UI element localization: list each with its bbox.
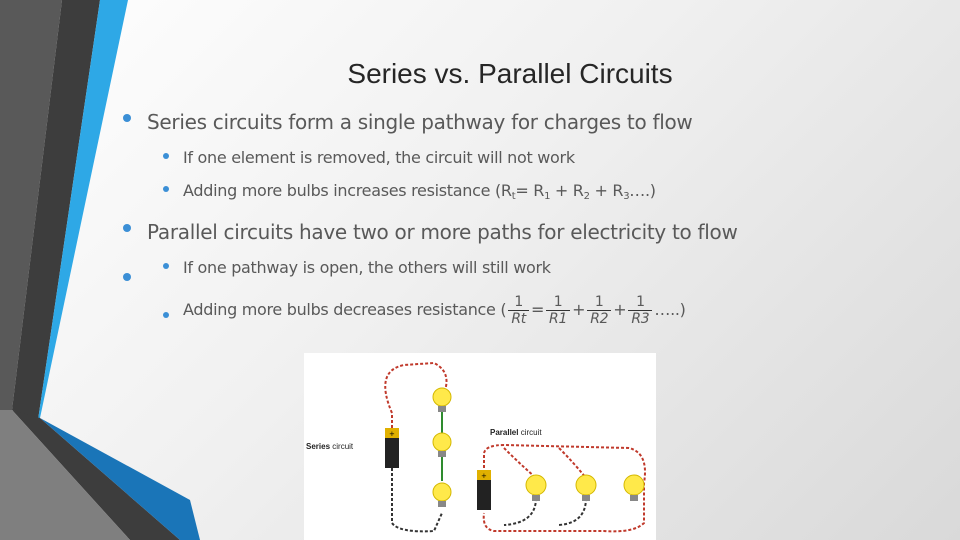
label-bold: Parallel — [490, 428, 518, 437]
plus-sign: + — [572, 300, 586, 319]
parallel-wire-outer — [482, 443, 646, 533]
stripe-bottom-gray — [0, 410, 130, 540]
parallel-wire-branch2 — [558, 447, 587, 479]
bulb — [575, 474, 597, 496]
bullet-dot — [163, 186, 169, 192]
label-bold: Series — [306, 442, 331, 451]
fraction-denominator: Rt — [511, 311, 526, 327]
label-rest: circuit — [330, 442, 354, 451]
subscript: 3 — [623, 191, 630, 202]
battery-plus-label: + — [481, 472, 487, 480]
bullet-series-main: Series circuits form a single pathway fo… — [147, 110, 693, 134]
subscript: 2 — [583, 191, 590, 202]
stripe-bottom-dark — [12, 410, 180, 540]
subscript: t — [511, 191, 516, 202]
bullet-dot — [163, 263, 169, 269]
fraction-denominator: R1 — [549, 311, 568, 327]
bulb-base — [582, 495, 590, 501]
parallel-wire-return1 — [503, 497, 537, 526]
parallel-wire-branch1 — [503, 447, 537, 479]
text-segment: = R — [515, 181, 545, 200]
text-segment: …..) — [654, 300, 686, 319]
series-wire-bottom — [391, 468, 443, 533]
bulb-base — [438, 501, 446, 507]
fraction-denominator: R2 — [590, 311, 609, 327]
stripe-bottom-blue — [40, 418, 200, 540]
text-segment: Adding more bulbs increases resistance (… — [183, 181, 512, 200]
parallel-battery-cap — [477, 470, 491, 480]
bulb — [525, 474, 547, 496]
fraction-numerator: 1 — [546, 294, 571, 311]
series-battery-cap — [385, 428, 399, 438]
slide-title: Series vs. Parallel Circuits — [347, 58, 673, 89]
label-rest: circuit — [518, 428, 542, 437]
stripe-gray — [0, 0, 62, 410]
bulb — [432, 482, 452, 502]
text-segment: ….) — [629, 181, 656, 200]
bullet-dot — [163, 153, 169, 159]
bulb-base — [532, 495, 540, 501]
bulb — [623, 474, 645, 496]
bullet-parallel-sub2: Adding more bulbs decreases resistance (… — [183, 294, 686, 327]
subscript: 1 — [544, 191, 551, 202]
parallel-circuit-label: Parallel circuit — [490, 428, 542, 437]
stripe-blue — [38, 0, 128, 420]
bullet-series-sub1: If one element is removed, the circuit w… — [183, 148, 575, 167]
text-segment: + R — [589, 181, 624, 200]
bulb-base — [438, 406, 446, 412]
text-segment: + R — [550, 181, 584, 200]
series-circuit-label: Series circuit — [306, 442, 354, 451]
bullet-parallel-main: Parallel circuits have two or more paths… — [147, 220, 738, 244]
circuit-diagram-image: + Series circuit + Parallel circuit — [304, 353, 656, 540]
bullet-parallel-sub1: If one pathway is open, the others will … — [183, 258, 551, 277]
bullet-series-sub2: Adding more bulbs increases resistance (… — [183, 181, 656, 202]
series-wire-top — [384, 361, 448, 453]
fraction-numerator: 1 — [587, 294, 612, 311]
bulb-base — [438, 451, 446, 457]
fraction-denominator: R3 — [631, 311, 650, 327]
plus-sign: + — [613, 300, 627, 319]
bulb-base — [630, 495, 638, 501]
bulb — [432, 432, 452, 452]
bullet-dot — [123, 114, 131, 122]
bullet-dot — [163, 312, 169, 318]
fraction-numerator: 1 — [508, 294, 529, 311]
bullet-dot — [123, 224, 131, 232]
bulb — [432, 387, 452, 407]
parallel-wire-return2 — [558, 497, 587, 526]
battery-plus-label: + — [389, 430, 395, 438]
stripe-dark — [12, 0, 100, 420]
text-segment: Adding more bulbs decreases resistance ( — [183, 300, 507, 319]
bullet-dot — [123, 273, 131, 281]
fraction-numerator: 1 — [628, 294, 653, 311]
equals-sign: = — [530, 300, 545, 319]
circuit-diagram: + Series circuit + Parallel circuit — [306, 361, 646, 533]
